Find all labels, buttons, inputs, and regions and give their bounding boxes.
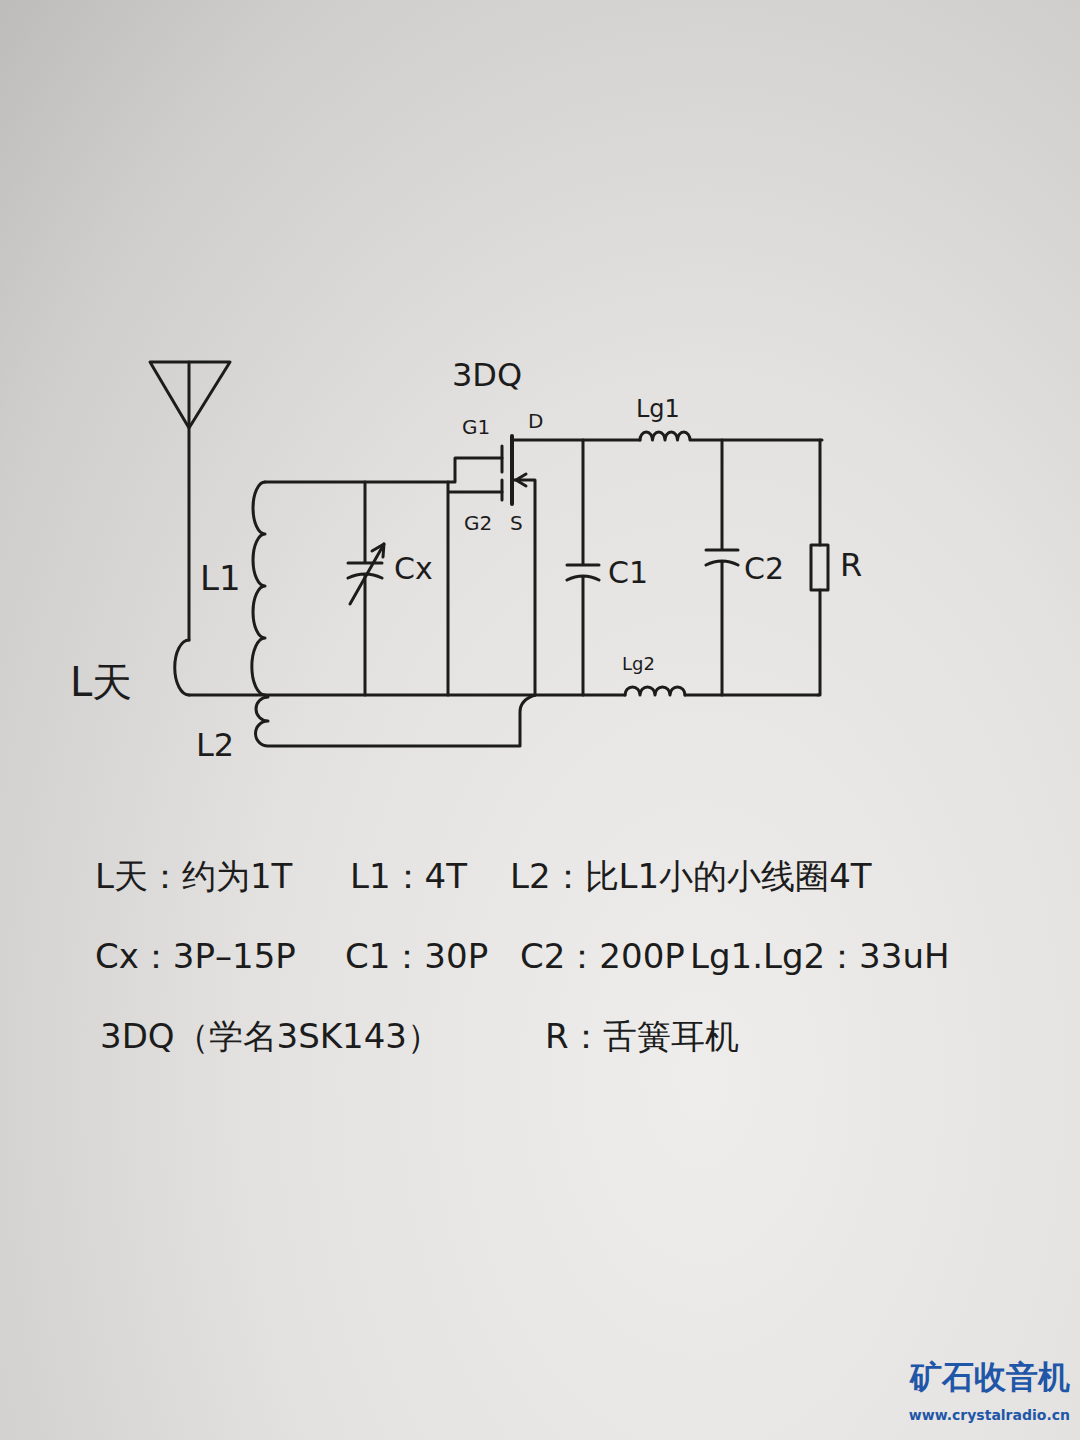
spec-note: L1：4T	[350, 858, 467, 895]
antenna-wire	[188, 362, 191, 640]
spec-note: C1：30P	[345, 938, 488, 975]
variable-capacitor-symbol	[348, 482, 382, 695]
antenna-coil	[175, 640, 189, 695]
drain-wire	[512, 439, 640, 442]
part-label: Cx	[394, 552, 433, 585]
part-label: C1	[608, 556, 648, 589]
part-label: L1	[200, 560, 241, 597]
pin-label: G1	[462, 416, 490, 438]
spec-note: L2：比L1小的小线圈4T	[510, 858, 872, 895]
part-label: L2	[196, 728, 234, 763]
pin-label: D	[528, 410, 543, 432]
source-arrow	[516, 474, 526, 486]
pin-label: S	[510, 512, 523, 534]
spec-note: Cx：3P–15P	[95, 938, 296, 975]
part-label: 3DQ	[452, 358, 522, 393]
ground-wire	[189, 694, 535, 697]
pin-label: G2	[464, 512, 492, 534]
mosfet-channel	[510, 436, 514, 504]
mosfet-gate	[501, 446, 504, 500]
spec-note: Lg1.Lg2：33uH	[690, 938, 950, 975]
capacitor-symbol	[567, 440, 599, 695]
part-label: R	[840, 548, 862, 583]
inductor-symbol	[625, 687, 685, 695]
watermark: www.crystalradio.cn	[909, 1408, 1070, 1423]
inductor-symbol	[255, 695, 535, 746]
watermark: 矿石收音机	[910, 1360, 1070, 1395]
part-label: C2	[744, 552, 784, 585]
inductor-symbol	[640, 432, 822, 440]
gate-wire	[265, 458, 502, 482]
spec-note: 3DQ（学名3SK143）	[100, 1018, 441, 1055]
capacitor-symbol	[706, 440, 738, 695]
part-label: Lg2	[622, 654, 655, 674]
variable-capacitor-arrow	[372, 544, 384, 557]
spec-note: L天：约为1T	[95, 858, 292, 895]
spec-note: R：舌簧耳机	[545, 1018, 739, 1055]
earphone-symbol	[811, 545, 828, 590]
ground-wire	[535, 694, 818, 697]
part-label: Lg1	[636, 396, 680, 422]
variable-capacitor-arrow	[350, 544, 384, 604]
inductor-symbol	[252, 482, 265, 695]
gate-wire	[448, 482, 502, 695]
earphone-wire	[818, 440, 820, 695]
spec-note: C2：200P	[520, 938, 685, 975]
part-label: L天	[70, 660, 132, 704]
